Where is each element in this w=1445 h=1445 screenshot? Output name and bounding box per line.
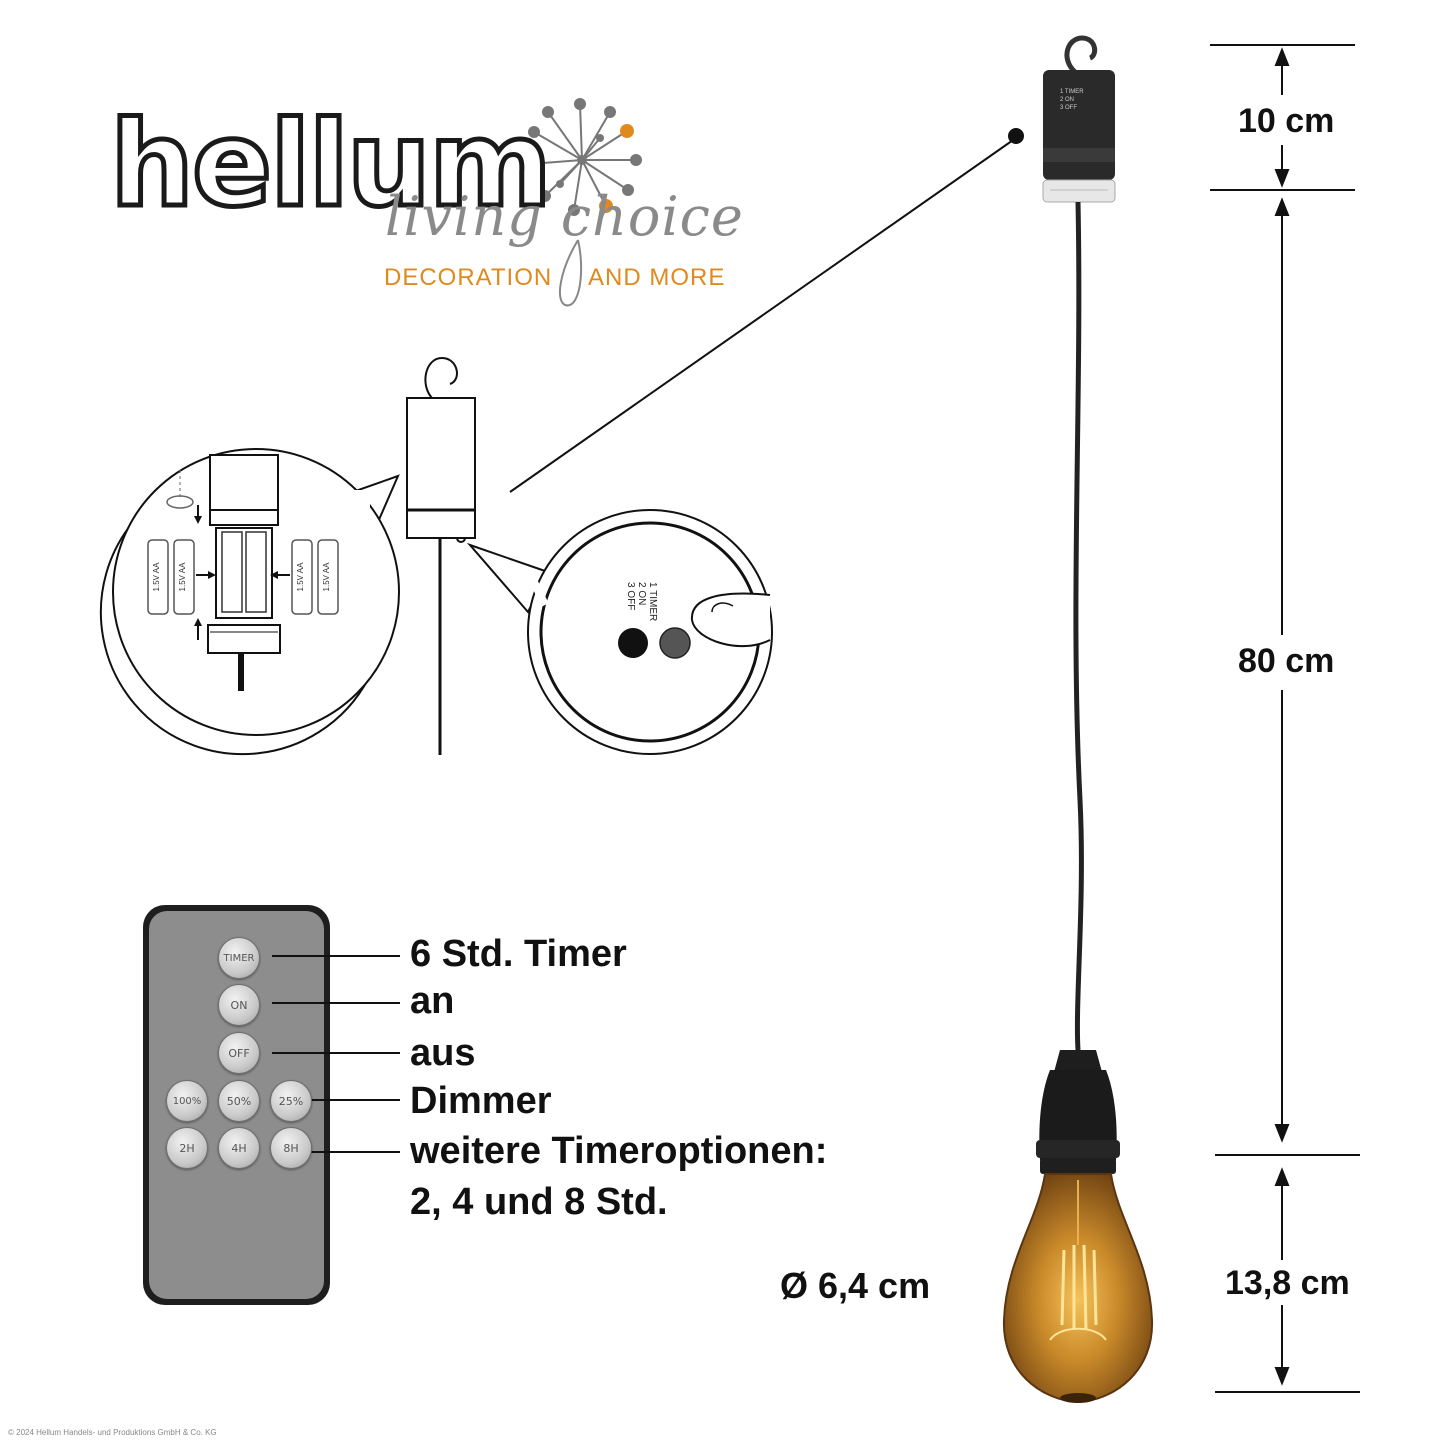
leader-line [509,137,1017,493]
battery-label: 1.5V AA [322,562,331,592]
remote-2h-button: 2H [166,1127,208,1169]
brand-logo-text: hellum [108,95,555,233]
remote-4h-button: 4H [218,1127,260,1169]
logo-tagline-right: AND MORE [588,264,726,291]
dandelion-icon [524,98,642,216]
remote-leader-lines [272,955,400,1153]
label-on: an [410,980,455,1022]
battery-label: 1.5V AA [178,562,187,592]
dimension-middle-label: 80 cm [1238,642,1335,680]
remote-50-button: 50% [218,1080,260,1122]
lamp-socket [1036,1050,1120,1174]
remote-on-button: ON [218,984,260,1026]
battery-box-drawing [406,356,476,755]
lamp-switch-label-off: 3 OFF [1060,105,1078,111]
battery-label: 1.5V AA [152,562,161,592]
logo-stem [558,239,583,307]
lamp-switch-label-timer: 1 TIMER [1060,89,1084,95]
dimension-lines [1210,44,1360,1393]
switch-label-off: 3 OFF [625,582,636,611]
lamp-cable [1073,201,1084,1051]
label-dimmer: Dimmer [410,1080,552,1122]
remote-off-button: OFF [218,1032,260,1074]
switch-labels: 1 TIMER 2 ON 3 OFF [625,582,658,672]
switch-label-on: 2 ON [636,582,647,606]
logo-script-text: living choice [385,185,744,248]
remote-25-button: 25% [270,1080,312,1122]
leader-dot [1008,128,1024,144]
label-off: aus [410,1032,476,1074]
lamp-switch-label-on: 2 ON [1060,97,1075,103]
dimension-bottom-label: 13,8 cm [1225,1264,1350,1302]
battery-label: 1.5V AA [296,562,305,592]
dimension-top-label: 10 cm [1238,102,1335,140]
label-timer: 6 Std. Timer [410,933,627,975]
switch-detail-bubble [466,509,773,755]
diameter-label: Ø 6,4 cm [780,1265,931,1306]
remote-8h-button: 8H [270,1127,312,1169]
remote-timer-button: TIMER [218,937,260,979]
label-more-timer: weitere Timeroptionen: [410,1130,828,1172]
battery-detail-bubble [99,448,400,756]
lamp-bulb [1002,1173,1154,1404]
label-more-timer-hours: 2, 4 und 8 Std. [410,1181,668,1223]
lamp-battery-box [1042,35,1116,203]
remote-100-button: 100% [166,1080,208,1122]
switch-label-timer: 1 TIMER [647,582,658,622]
lamp-switch-labels: 1 TIMER 2 ON 3 OFF [1060,88,1084,112]
copyright-text: © 2024 Hellum Handels- und Produktions G… [8,1428,217,1437]
logo-tagline-left: DECORATION [384,264,553,291]
